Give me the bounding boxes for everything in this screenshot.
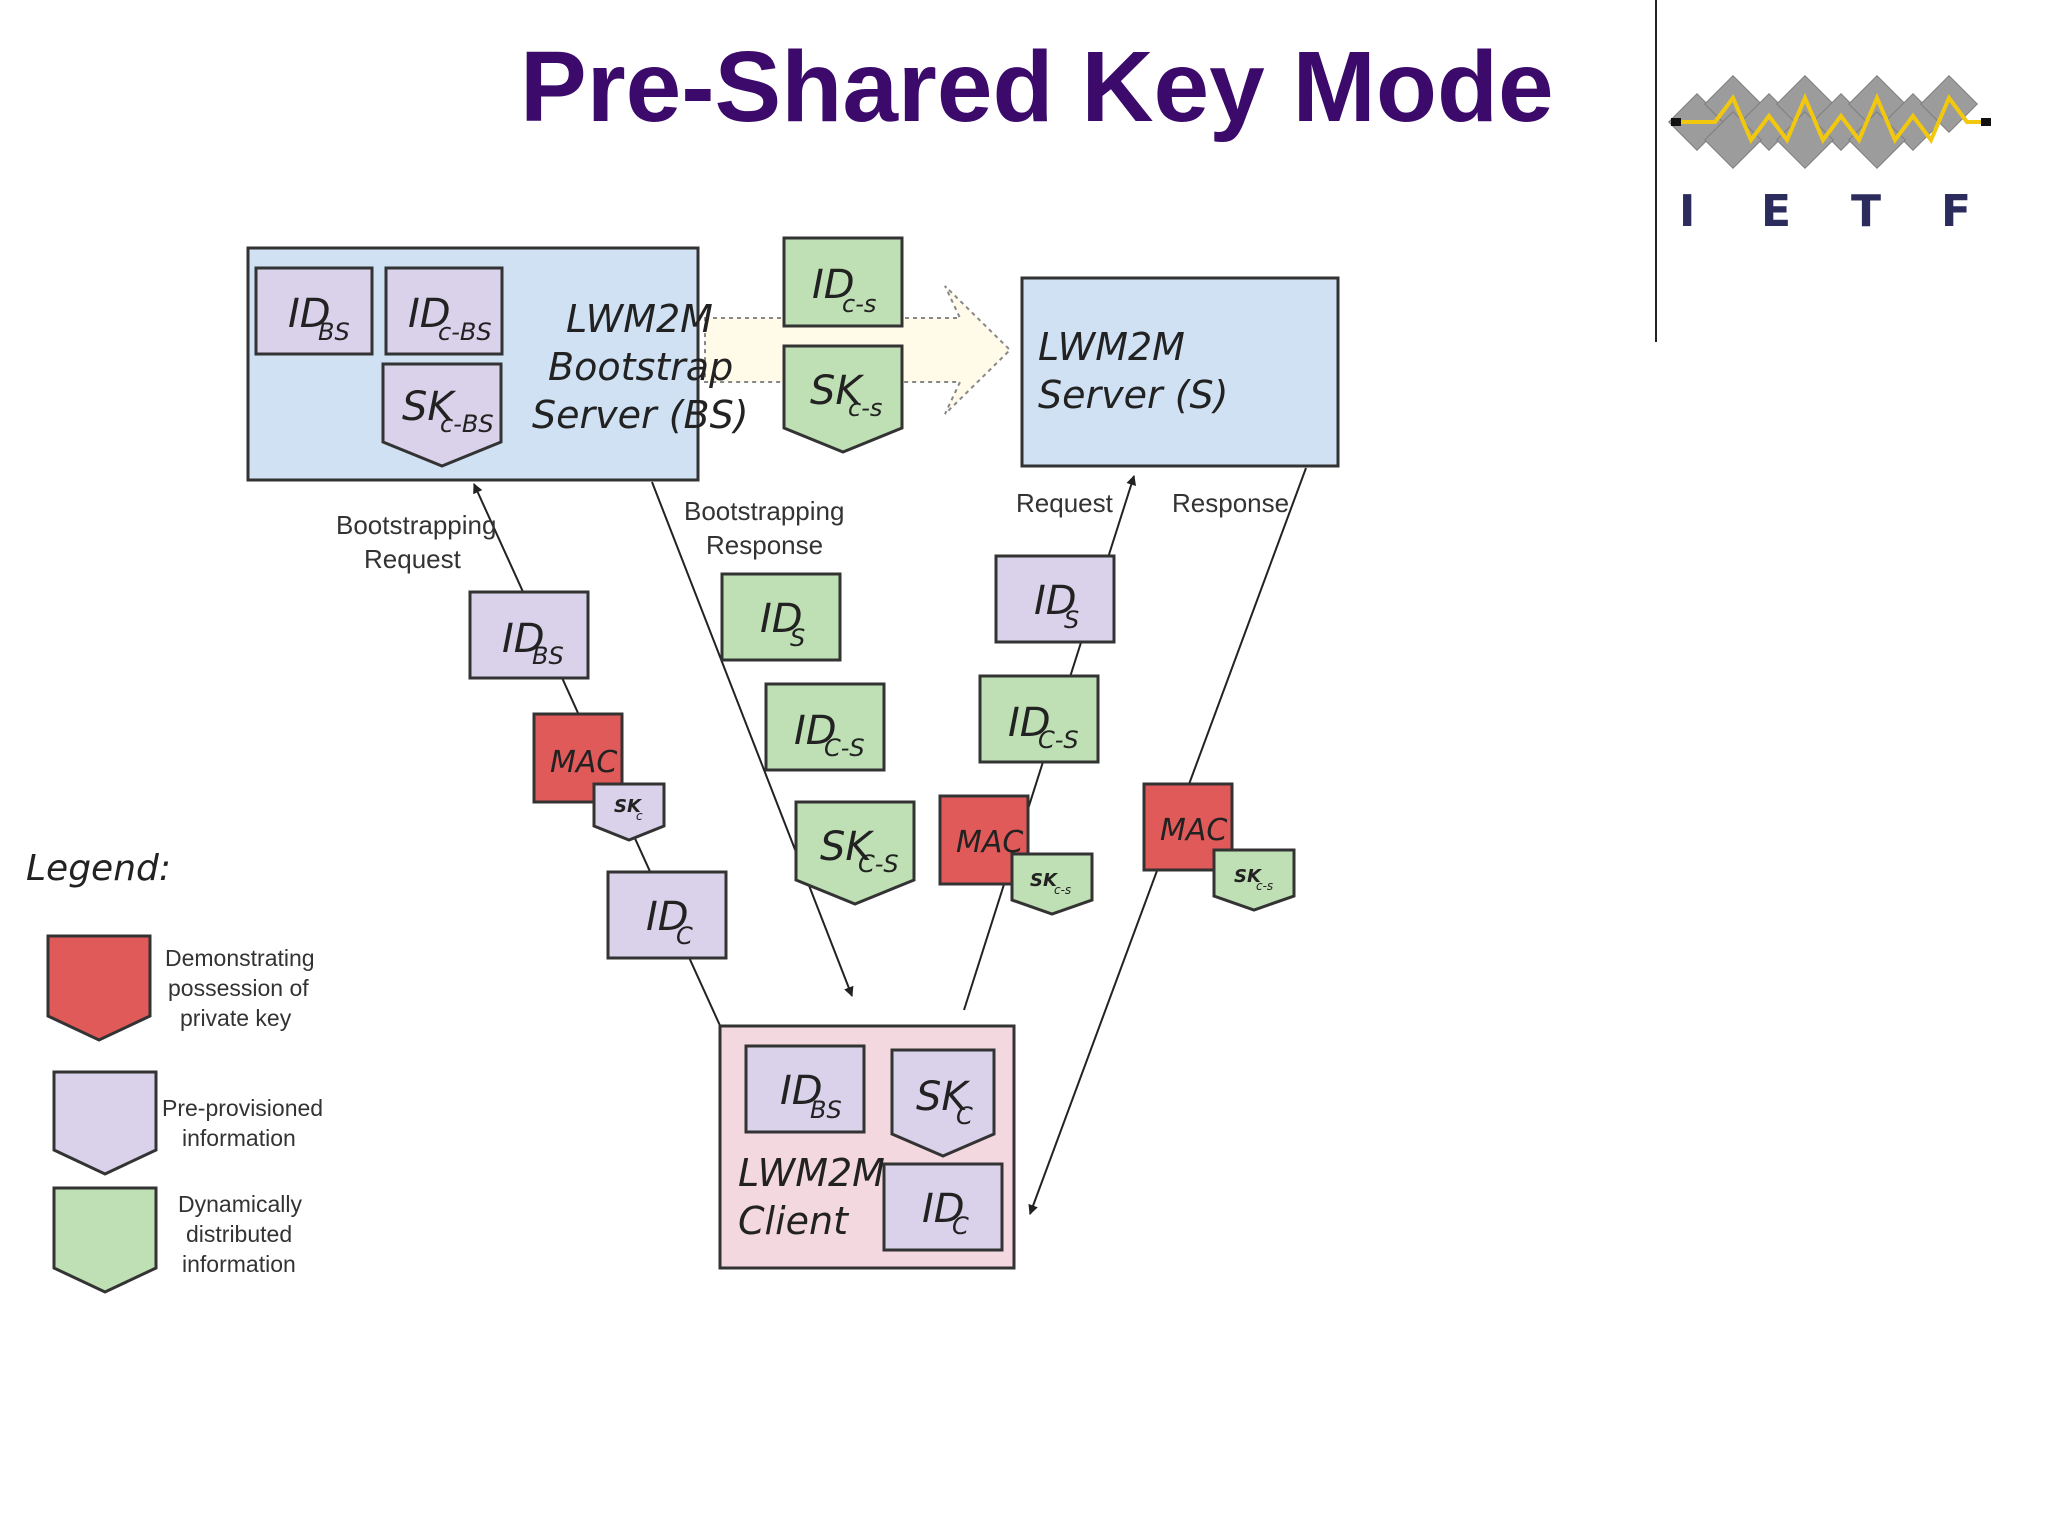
response-label: Response (1172, 488, 1289, 518)
subscript-c-bs: c-BS (438, 318, 492, 346)
subscript-c: C (676, 922, 693, 950)
client-label-line2: Client (738, 1199, 850, 1243)
logo-letter-i: I (1679, 186, 1695, 237)
subscript-s: S (790, 624, 805, 652)
id-token: ID (794, 708, 837, 754)
bootstrap-request-tokens: ID BS MAC SK c ID C (468, 590, 728, 960)
subscript-c-s: C-S (1038, 726, 1079, 754)
bs-label-line3: Server (BS) (532, 393, 749, 437)
server-label-line2: Server (S) (1038, 373, 1228, 417)
legend-item-2-line2: information (182, 1125, 296, 1151)
subscript-c-s: c-s (842, 290, 876, 318)
legend-item-3-line2: distributed (186, 1221, 292, 1247)
bootstrap-response-tokens: ID S ID C-S SK C-S (720, 572, 916, 906)
id-token: ID (1034, 578, 1077, 624)
legend-item-3-line1: Dynamically (178, 1191, 302, 1217)
bootstrap-server-box: ID BS ID c-BS SK c-BS LWM2M Bootstrap Se… (246, 246, 749, 482)
sk-token: SK (614, 796, 643, 817)
ietf-logo: I E T F (1668, 75, 1991, 237)
request-label: Request (1016, 488, 1114, 518)
response-tokens: MAC SK c-s (1142, 782, 1296, 912)
sk-token: SK (1234, 866, 1263, 887)
sk-token: SK (820, 824, 874, 870)
header-divider (1655, 0, 1657, 342)
page-title: Pre-Shared Key Mode (520, 31, 1554, 143)
mac-token: MAC (550, 745, 617, 780)
legend-swatch-pre-provisioned (52, 1070, 158, 1176)
subscript-c: c (636, 809, 643, 823)
legend-title: Legend: (26, 848, 171, 889)
request-tokens: ID S ID C-S MAC SK c-s (938, 554, 1116, 916)
server-label-line1: LWM2M (1038, 325, 1185, 369)
id-token: ID (408, 291, 451, 337)
sk-token: SK (810, 368, 864, 414)
sk-token: SK (402, 384, 456, 430)
sk-token: SK (1030, 870, 1059, 891)
logo-letter-f: F (1941, 186, 1971, 237)
id-token: ID (760, 596, 803, 642)
legend-item-2-line1: Pre-provisioned (162, 1095, 323, 1121)
subscript-bs: BS (810, 1096, 842, 1124)
legend-swatch-mac (46, 934, 152, 1042)
legend-swatch-dynamic (52, 1186, 158, 1294)
subscript-c-s: C-S (858, 850, 899, 878)
subscript-s: S (1064, 606, 1079, 634)
id-token: ID (502, 616, 545, 662)
subscript-c-s: c-s (1054, 883, 1071, 897)
bootstrapping-request-label-2: Request (364, 544, 462, 574)
id-token: ID (812, 262, 855, 308)
subscript-c: C (956, 1102, 973, 1130)
logo-letter-t: T (1851, 186, 1881, 237)
logo-letter-e: E (1761, 186, 1791, 237)
bs-label-line2: Bootstrap (548, 345, 733, 389)
subscript-c-bs: c-BS (440, 410, 494, 438)
client-box: ID BS SK C ID C LWM2M Client (718, 1024, 1016, 1270)
bootstrapping-request-label-1: Bootstrapping (336, 510, 496, 540)
bootstrapping-response-label-2: Response (706, 530, 823, 560)
sk-token: SK (916, 1074, 970, 1120)
legend-item-3-line3: information (182, 1251, 296, 1277)
id-token: ID (1008, 700, 1051, 746)
bs-label-line1: LWM2M (566, 297, 713, 341)
subscript-c-s: C-S (824, 734, 865, 762)
client-label-line1: LWM2M (738, 1151, 885, 1195)
subscript-c-s: c-s (848, 394, 882, 422)
id-token: ID (646, 894, 689, 940)
id-token: ID (922, 1186, 965, 1232)
subscript-bs: BS (532, 642, 564, 670)
subscript-bs: BS (318, 318, 350, 346)
server-box: LWM2M Server (S) (1020, 276, 1340, 468)
legend-item-1-line3: private key (180, 1005, 292, 1031)
id-token: ID (288, 291, 331, 337)
id-token: ID (780, 1068, 823, 1114)
legend-item-1-line1: Demonstrating (165, 945, 315, 971)
mac-token: MAC (1160, 813, 1227, 848)
provisioned-credentials: ID c-s SK c-s (782, 236, 904, 454)
legend-item-1-line2: possession of (168, 975, 309, 1001)
subscript-c-s: c-s (1256, 879, 1273, 893)
bootstrapping-response-label-1: Bootstrapping (684, 496, 844, 526)
subscript-c: C (952, 1212, 969, 1240)
legend: Legend: Demonstrating possession of priv… (26, 848, 323, 1294)
